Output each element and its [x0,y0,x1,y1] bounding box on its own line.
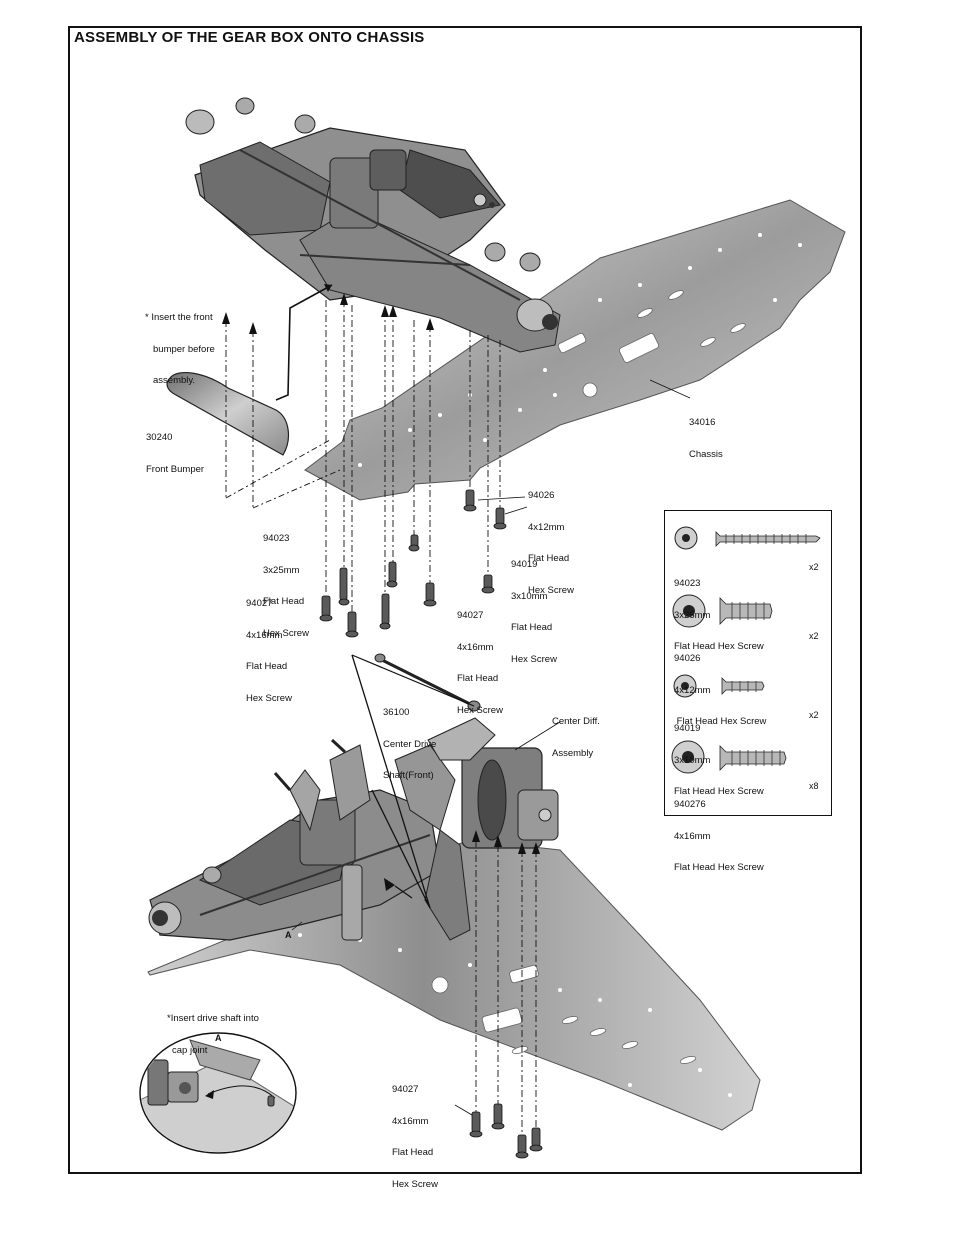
part-name: Center Drive [383,738,437,750]
part-code: 94026 [674,653,701,664]
callout-94023: 94023 3x25mm Flat Head Hex Screw [263,513,309,650]
callout-94026: 94026 4x12mm Flat Head Hex Screw [528,470,574,607]
part-desc: Hex Screw [511,653,557,665]
part-desc: Hex Screw [457,704,503,716]
part-desc: Flat Head Hex Screw [674,862,764,873]
callout-chassis: 34016 Chassis [689,397,723,471]
front-bumper [166,371,290,456]
part-size: 3x25mm [674,609,711,621]
part-code: 94019 [511,559,538,570]
part-code: 94023 [263,533,290,544]
lower-alignment-lines [475,840,537,1135]
part-code: 34016 [689,417,716,428]
part-desc: Flat Head [263,596,305,607]
part-name: Shaft(Front) [383,770,434,781]
part-code: 94026 [528,490,555,501]
note-line: bumper before [153,343,215,355]
parts-list-icons [671,526,821,774]
front-gearbox-assembly [185,97,561,353]
callout-94019: 94019 3x10mm Flat Head Hex Screw [511,539,557,676]
part-desc: Hex Screw [263,627,309,639]
part-name: Assembly [552,747,594,759]
part-size: 4x16mm [457,641,494,653]
page-title: ASSEMBLY OF THE GEAR BOX ONTO CHASSIS [74,29,425,46]
front-bumper-note: * Insert the front bumper before assembl… [145,292,215,397]
part-desc: Flat Head Hex Screw [674,786,764,797]
upper-alignment-lines [225,300,501,615]
note-line: cap joint [172,1044,208,1056]
callout-94027-left: 94027 4x16mm Flat Head Hex Screw [246,578,292,715]
callout-center-drive-shaft: 36100 Center Drive Shaft(Front) [383,687,436,792]
part-size: 3x10mm [674,754,711,766]
note-line: * Insert the front [145,312,213,323]
part-size: 3x10mm [511,590,548,602]
part-desc: Flat Head Hex Screw [674,716,767,727]
parts-list-item: 94019 3x10mm Flat Head Hex Screw [674,703,764,808]
part-name: Front Bumper [146,463,205,475]
part-code: 94027 [457,610,484,621]
parts-list-item: 94026 4x12mm Flat Head Hex Screw [674,633,766,738]
lower-gearbox-assembly [148,653,559,941]
part-size: 4x12mm [674,684,711,696]
part-code: 36100 [383,707,410,718]
part-desc: Flat Head [511,622,553,633]
part-quantity: x2 [809,631,819,641]
parts-list-box [664,510,832,816]
drive-shaft-note: *Insert drive shaft into cap joint [167,993,259,1067]
part-code: 940276 [674,799,706,810]
part-size: 4x16mm [674,830,711,842]
upper-chassis-plate [304,199,846,501]
part-name: Center Diff. [552,716,600,727]
callout-front-bumper: 30240 Front Bumper [146,412,204,486]
part-code: 30240 [146,432,173,443]
part-quantity: x2 [809,710,819,720]
parts-list-item: 940276 4x16mm Flat Head Hex Screw [674,779,764,884]
callout-94027-mid: 94027 4x16mm Flat Head Hex Screw [457,590,503,727]
part-desc: Flat Head [457,673,499,684]
part-desc: Hex Screw [246,692,292,704]
part-desc: Hex Screw [392,1178,438,1190]
part-desc: Flat Head [246,661,288,672]
part-size: 4x12mm [528,521,565,533]
callout-94027-bottom: 94027 4x16mm Flat Head Hex Screw [392,1064,438,1201]
bumper-leader-line [275,284,333,401]
part-size: 4x16mm [392,1115,429,1127]
part-code: 94023 [674,578,701,589]
upper-screws [319,489,507,638]
parts-list-item: 94023 3x25mm Flat Head Hex Screw [674,558,764,663]
part-desc: Flat Head [392,1147,434,1158]
part-quantity: x2 [809,562,819,572]
part-code: 94027 [246,598,273,609]
part-size: 3x25mm [263,564,300,576]
detail-inset-circle [139,1032,297,1154]
part-desc: Hex Screw [528,584,574,596]
part-code: 94027 [392,1084,419,1095]
page-frame [68,26,862,1174]
note-line: assembly. [153,375,196,386]
part-size: 4x16mm [246,629,283,641]
part-desc: Flat Head [528,553,570,564]
part-code: 94019 [674,723,701,734]
lower-screws [469,1103,543,1159]
part-desc: Flat Head Hex Screw [674,641,764,652]
part-quantity: x8 [809,781,819,791]
note-line: *Insert drive shaft into [167,1013,259,1024]
callout-center-diff: Center Diff. Assembly [552,696,600,770]
detail-marker-a: A [285,930,292,940]
part-name: Chassis [689,448,723,460]
detail-inset-label-a: A [215,1033,222,1043]
